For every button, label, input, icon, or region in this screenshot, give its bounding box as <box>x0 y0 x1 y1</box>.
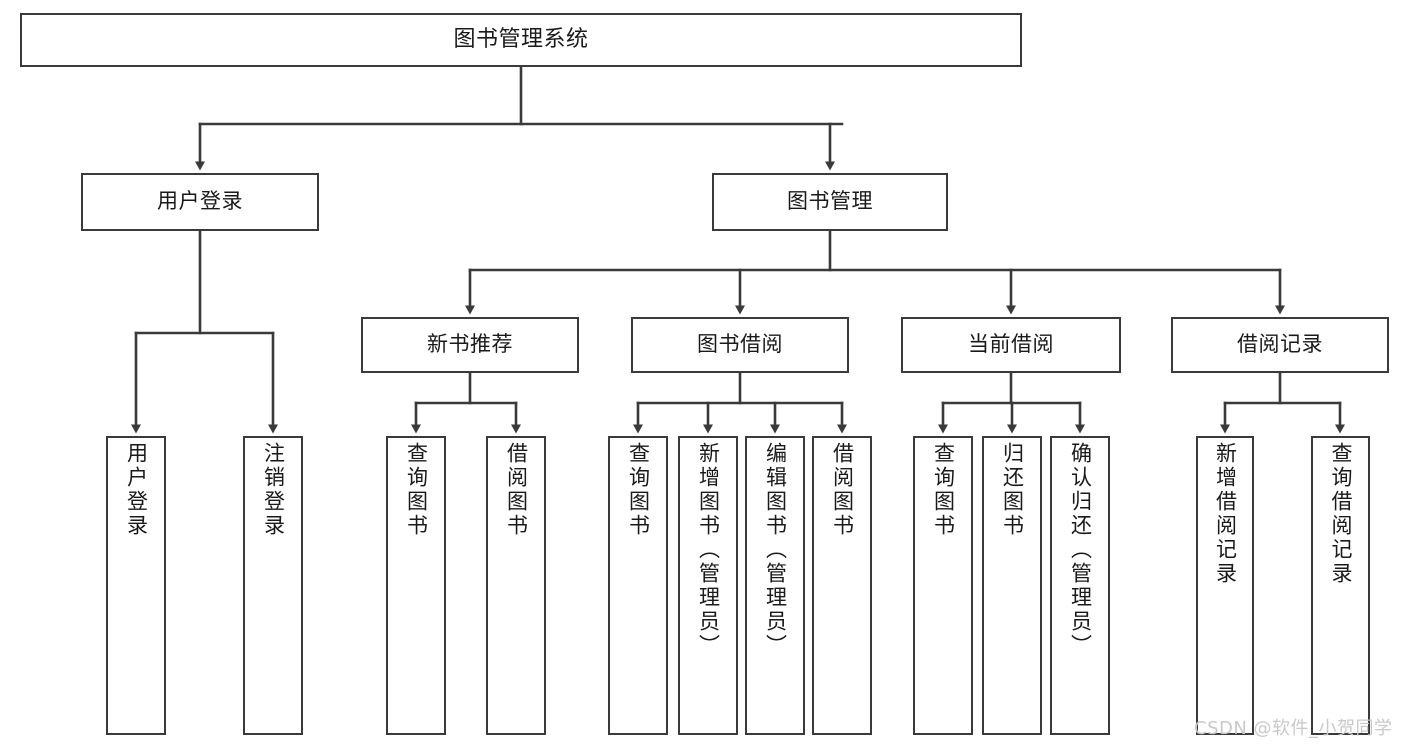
node-leaf-user-login-label: 用户登录 <box>124 442 149 538</box>
node-leaf-edit-book-label: 编辑图书（管理员） <box>763 442 788 658</box>
node-book-borrow[interactable]: 图书借阅 <box>631 317 849 373</box>
node-leaf-add-record[interactable]: 新增借阅记录 <box>1196 436 1254 735</box>
node-leaf-query-record[interactable]: 查询借阅记录 <box>1311 436 1370 735</box>
node-user-login-label: 用户登录 <box>157 189 243 214</box>
node-leaf-borrow-book-2[interactable]: 借阅图书 <box>812 436 872 735</box>
node-leaf-confirm-return-label: 确认归还（管理员） <box>1068 442 1093 658</box>
node-leaf-query-book-2-label: 查询图书 <box>626 442 651 538</box>
node-borrow-record-label: 借阅记录 <box>1237 332 1323 357</box>
node-new-book-recommend-label: 新书推荐 <box>427 332 513 357</box>
node-leaf-user-logout[interactable]: 注销登录 <box>243 436 303 735</box>
node-leaf-query-book-3-label: 查询图书 <box>931 442 956 538</box>
node-leaf-add-book[interactable]: 新增图书（管理员） <box>678 436 738 735</box>
node-borrow-record[interactable]: 借阅记录 <box>1171 317 1389 373</box>
node-leaf-query-record-label: 查询借阅记录 <box>1329 442 1353 586</box>
node-leaf-edit-book[interactable]: 编辑图书（管理员） <box>745 436 805 735</box>
node-leaf-return-book[interactable]: 归还图书 <box>982 436 1042 735</box>
node-book-manage-label: 图书管理 <box>787 189 873 214</box>
node-leaf-user-login[interactable]: 用户登录 <box>106 436 166 735</box>
csdn-watermark: CSDN @软件_小贺同学 <box>1194 718 1393 739</box>
node-root[interactable]: 图书管理系统 <box>20 13 1022 67</box>
node-leaf-query-book-1-label: 查询图书 <box>404 442 429 538</box>
node-leaf-query-book-1[interactable]: 查询图书 <box>386 436 446 735</box>
node-current-borrow-label: 当前借阅 <box>968 332 1054 357</box>
node-book-manage[interactable]: 图书管理 <box>712 173 948 231</box>
node-user-login[interactable]: 用户登录 <box>81 173 319 231</box>
node-book-borrow-label: 图书借阅 <box>697 332 783 357</box>
node-leaf-borrow-book-1[interactable]: 借阅图书 <box>486 436 546 735</box>
node-leaf-query-book-3[interactable]: 查询图书 <box>913 436 973 735</box>
node-leaf-return-book-label: 归还图书 <box>1000 442 1025 538</box>
node-leaf-add-record-label: 新增借阅记录 <box>1213 442 1238 586</box>
node-leaf-borrow-book-1-label: 借阅图书 <box>504 442 529 538</box>
node-leaf-add-book-label: 新增图书（管理员） <box>696 442 721 658</box>
node-leaf-user-logout-label: 注销登录 <box>261 442 286 538</box>
node-current-borrow[interactable]: 当前借阅 <box>901 317 1121 373</box>
node-leaf-confirm-return[interactable]: 确认归还（管理员） <box>1050 436 1110 735</box>
node-new-book-recommend[interactable]: 新书推荐 <box>361 317 579 373</box>
node-root-label: 图书管理系统 <box>453 26 589 52</box>
node-leaf-borrow-book-2-label: 借阅图书 <box>830 442 855 538</box>
node-leaf-query-book-2[interactable]: 查询图书 <box>608 436 668 735</box>
